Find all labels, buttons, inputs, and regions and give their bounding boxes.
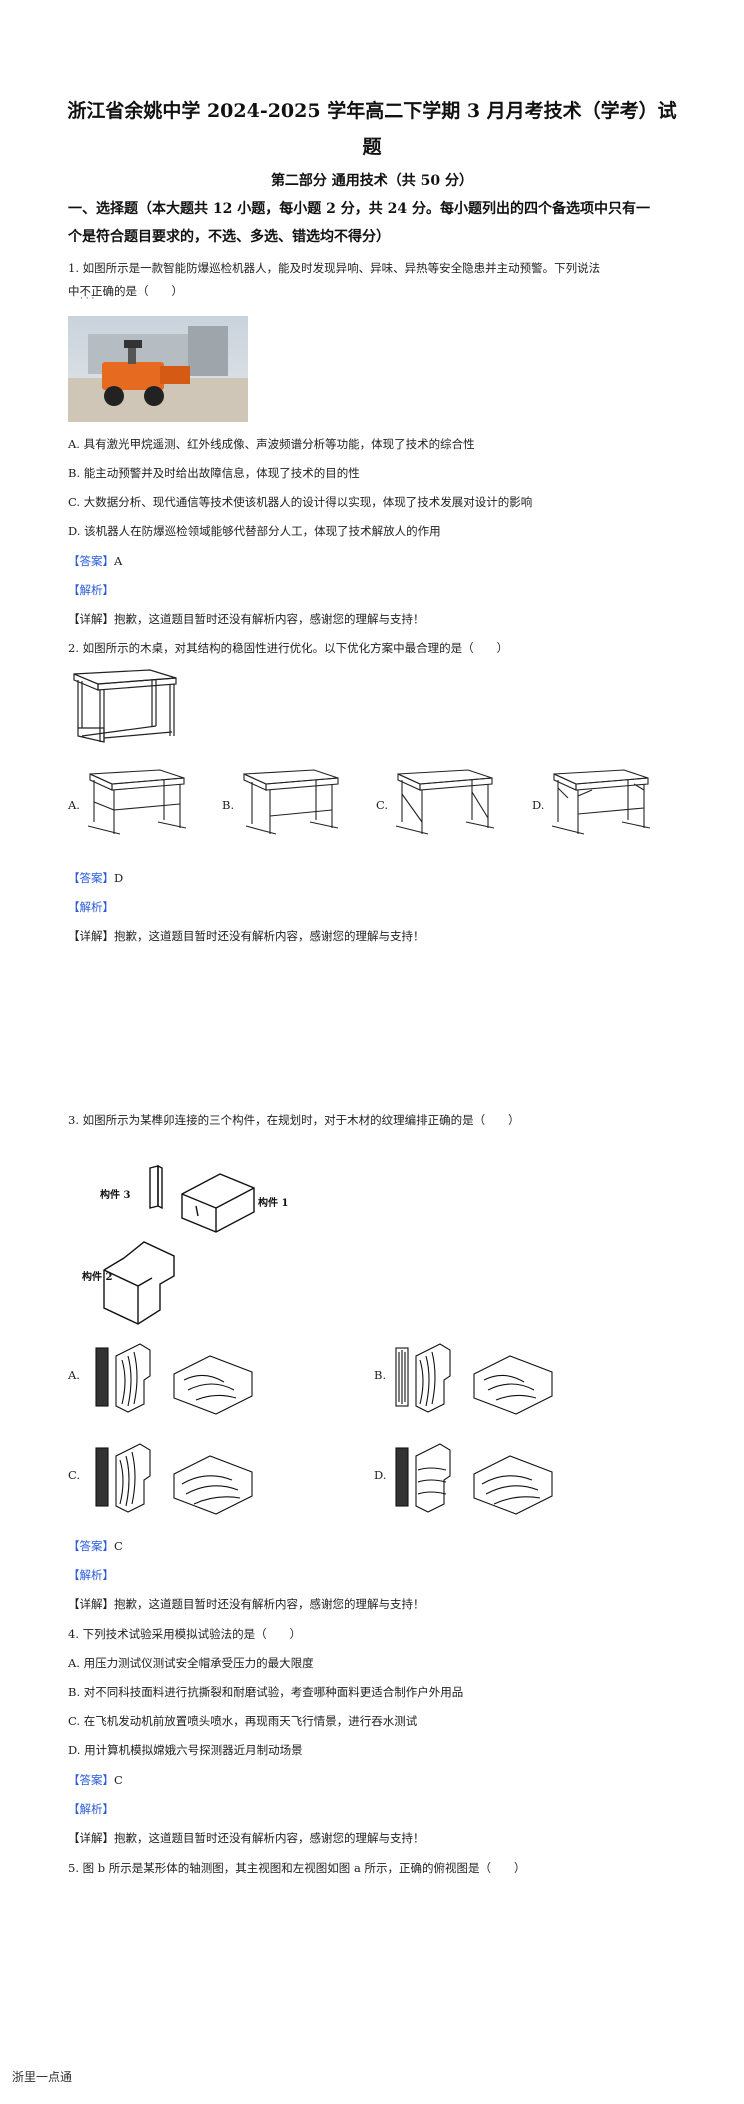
footer-watermark: 浙里一点通 [12,2070,73,2084]
q4-option-c: C. 在飞机发动机前放置喷头喷水，再现雨天飞行情景，进行吞水测试 [68,1714,418,1728]
emphasis-dots: · · · [80,294,95,304]
q1-option-d: D. 该机器人在防爆巡检领域能够代替部分人工，体现了技术解放人的作用 [68,524,441,538]
q4-option-d: D. 用计算机模拟嫦娥六号探测器近月制动场景 [68,1743,303,1757]
q3-option-d-label: D. [374,1468,387,1482]
q3-label-part2: 构件 2 [82,1272,113,1283]
q2-option-b-label: B. [222,798,235,812]
q1-stem-line1: 1. 如图所示是一款智能防爆巡检机器人，能及时发现异响、异味、异热等安全隐患并主… [68,261,601,275]
q1-option-a: A. 具有激光甲烷遥测、红外线成像、声波频谱分析等功能，体现了技术的综合性 [68,437,475,451]
q2-detail: 【详解】抱歉，这道题目暂时还没有解析内容，感谢您的理解与支持！ [68,929,425,943]
q1-option-b: B. 能主动预警并及时给出故障信息，体现了技术的目的性 [68,466,360,480]
q4-option-b: B. 对不同科技面料进行抗撕裂和耐磨试验，考查哪种面料更适合制作户外用品 [68,1685,464,1699]
q3-detail: 【详解】抱歉，这道题目暂时还没有解析内容，感谢您的理解与支持！ [68,1597,425,1611]
q4-answer: 【答案】C [68,1773,123,1787]
document-title-line1: 浙江省余姚中学 2024-2025 学年高二下学期 3 月月考技术（学考）试 [67,100,677,122]
document-title-line2: 题 [362,136,382,158]
q3-label-part3: 构件 3 [100,1190,131,1201]
q2-analysis-label: 【解析】 [68,900,114,914]
part-heading: 第二部分 通用技术（共 50 分） [270,173,474,189]
q2-option-d-table [551,769,651,835]
q1-analysis-label: 【解析】 [68,583,114,597]
q3-analysis-label: 【解析】 [68,1568,114,1582]
q3-option-a-grain [95,1343,253,1415]
q1-detail: 【详解】抱歉，这道题目暂时还没有解析内容，感谢您的理解与支持！ [68,612,425,626]
q2-table-figure [73,669,177,743]
q3-option-d-grain [395,1443,553,1515]
q3-option-b-label: B. [374,1368,387,1382]
q2-option-a-table [87,769,187,835]
q3-label-part1: 构件 1 [258,1198,289,1209]
robot-photo [68,316,248,422]
q4-option-a: A. 用压力测试仪测试安全帽承受压力的最大限度 [68,1656,314,1670]
q3-option-a-label: A. [68,1368,80,1382]
q3-option-c-label: C. [68,1468,81,1482]
q4-detail: 【详解】抱歉，这道题目暂时还没有解析内容，感谢您的理解与支持！ [68,1831,425,1845]
section-heading-line2: 个是符合题目要求的，不选、多选、错选均不得分） [68,229,390,245]
q3-option-b-grain [395,1343,553,1415]
q2-stem: 2. 如图所示的木桌，对其结构的稳固性进行优化。以下优化方案中最合理的是（ ） [68,641,509,655]
q3-parts-figure [103,1164,255,1325]
q1-answer: 【答案】A [68,554,123,568]
q2-option-c-label: C. [376,798,389,812]
q3-option-c-grain [95,1443,253,1515]
q1-option-c: C. 大数据分析、现代通信等技术使该机器人的设计得以实现，体现了技术发展对设计的… [68,495,533,509]
q2-option-c-table [395,769,495,835]
q3-answer: 【答案】C [68,1539,123,1553]
q2-option-b-table [243,769,339,835]
q2-answer: 【答案】D [68,871,124,885]
q2-option-a-label: A. [68,798,80,812]
q4-analysis-label: 【解析】 [68,1802,114,1816]
q3-stem: 3. 如图所示为某榫卯连接的三个构件，在规划时，对于木材的纹理编排正确的是（ ） [68,1113,520,1127]
q5-stem: 5. 图 b 所示是某形体的轴测图，其主视图和左视图如图 a 所示，正确的俯视图… [68,1861,526,1875]
q4-stem: 4. 下列技术试验采用模拟试验法的是（ ） [68,1627,302,1641]
q2-option-d-label: D. [532,798,545,812]
section-heading-line1: 一、选择题（本大题共 12 小题，每小题 2 分，共 24 分。每小题列出的四个… [68,201,650,217]
q1-stem-line2: 中不正确的是（ ） [68,284,183,298]
